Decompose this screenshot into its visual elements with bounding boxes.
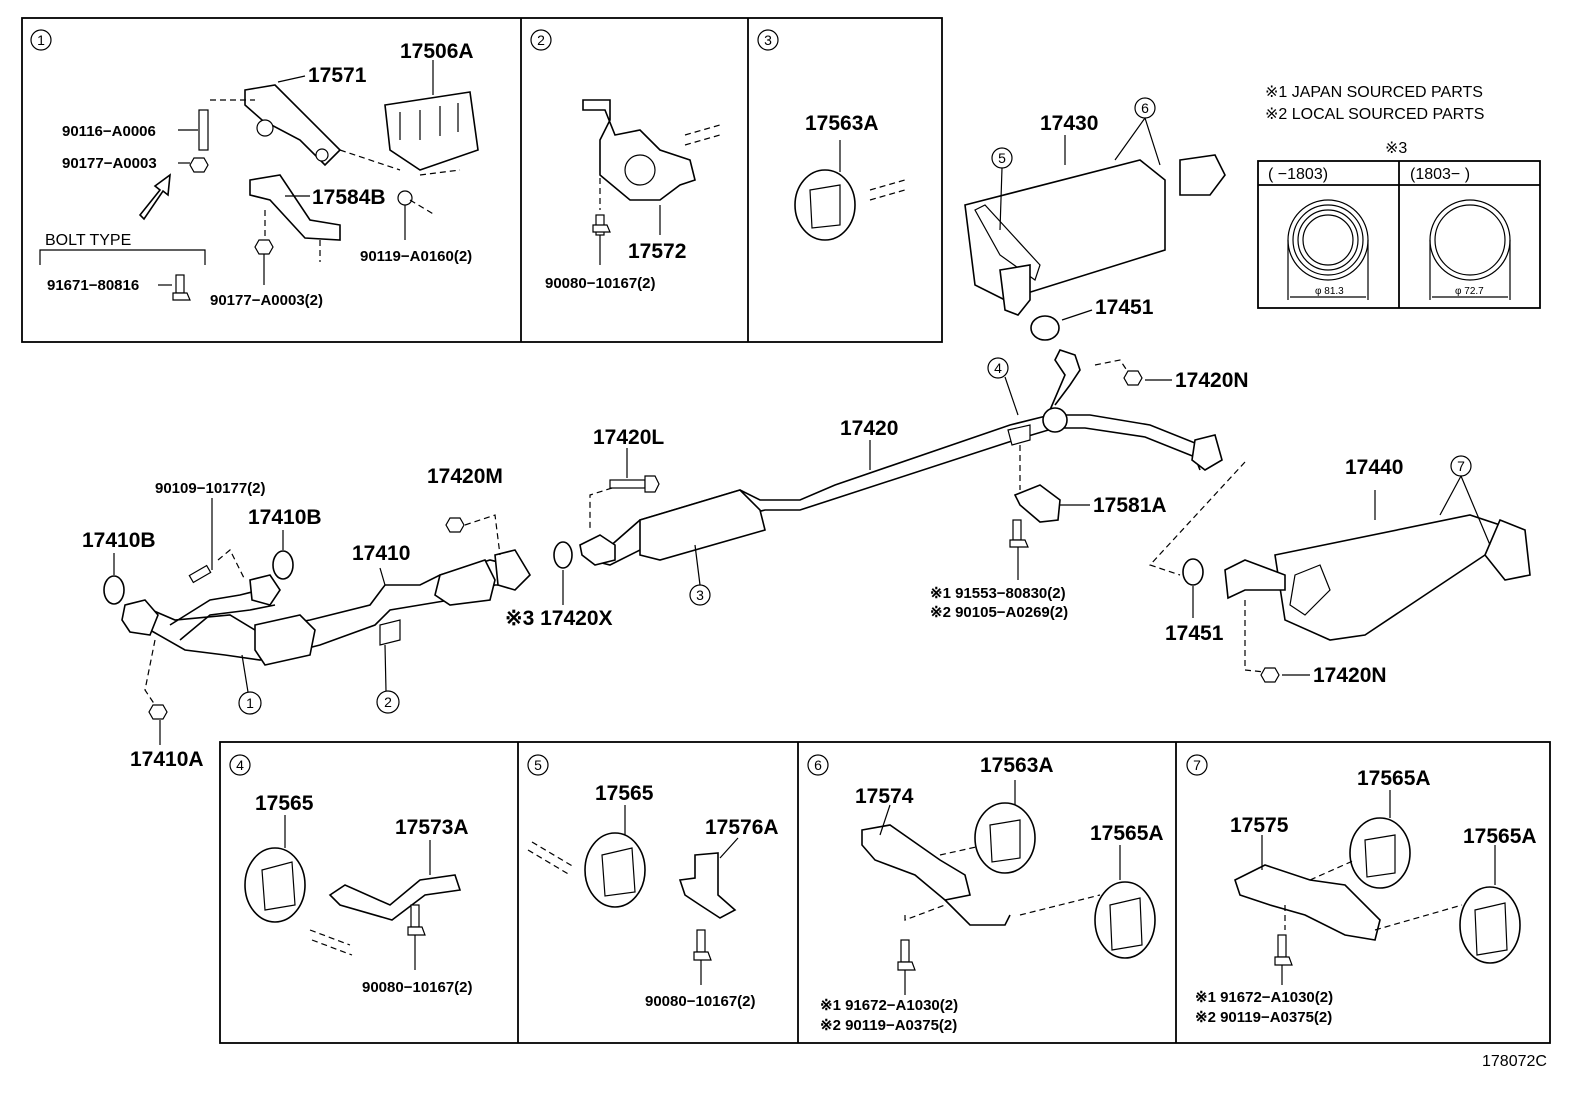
label-17420X: ※3 17420X xyxy=(505,607,613,630)
label-17574: 17574 xyxy=(855,785,914,808)
label-17576A: 17576A xyxy=(705,816,779,839)
label-17581A: 17581A xyxy=(1093,494,1167,517)
inset-2-number: 2 xyxy=(537,32,545,48)
inset-7: 7 17575 17565A 17565A ※1 91672−A1030(2) … xyxy=(1186,754,1537,1026)
svg-text:3: 3 xyxy=(696,587,704,603)
callout-1 xyxy=(238,691,262,715)
label-17573A: 17573A xyxy=(395,816,469,839)
label-17565A-i6: 17565A xyxy=(1090,822,1164,845)
svg-text:7: 7 xyxy=(1193,757,1201,773)
inset-panel-top xyxy=(21,17,943,343)
label-17420N-b: 17420N xyxy=(1313,664,1387,687)
dia-b: φ 72.7 xyxy=(1455,286,1484,297)
label-90109-10177: 90109−10177(2) xyxy=(155,480,266,497)
inset-2: 2 17572 90080−10167(2) xyxy=(530,29,721,292)
label-90177-A0003: 90177−A0003 xyxy=(62,155,157,172)
bracket-17573A xyxy=(328,874,462,921)
bolt-type-label: BOLT TYPE xyxy=(45,232,131,249)
label-17571: 17571 xyxy=(308,64,367,87)
label-17506A: 17506A xyxy=(400,40,474,63)
svg-text:4: 4 xyxy=(994,360,1002,376)
notes-area: ※1 JAPAN SOURCED PARTS ※2 LOCAL SOURCED … xyxy=(1257,84,1541,309)
main-diagram: 17451 17430 6 5 17420N 17420 4 3 xyxy=(82,97,1531,771)
label-90116-A0006: 90116−A0006 xyxy=(62,123,156,140)
label-90080-10167-i4: 90080−10167(2) xyxy=(362,979,473,996)
svg-text:6: 6 xyxy=(1141,100,1149,116)
label-91672-A1030-i6: ※1 91672−A1030(2) xyxy=(820,997,958,1014)
label-90119-A0375-i7: ※2 90119−A0375(2) xyxy=(1195,1009,1332,1026)
inset-panel-bottom xyxy=(219,741,1551,1044)
range-a: ( −1803) xyxy=(1268,166,1328,183)
inset-6: 6 17574 17563A 17565A ※1 91672−A1030(2) … xyxy=(807,754,1164,1034)
label-17410B-a: 17410B xyxy=(82,529,156,552)
inset-1: 1 17506A 17571 90116−A0006 90177−A0003 1… xyxy=(30,29,479,309)
label-17565A-i7a: 17565A xyxy=(1357,767,1431,790)
note-local: ※2 LOCAL SOURCED PARTS xyxy=(1265,106,1484,123)
label-17584B: 17584B xyxy=(312,186,386,209)
label-17410B-b: 17410B xyxy=(248,506,322,529)
label-17563A-i3: 17563A xyxy=(805,112,879,135)
label-17451-a: 17451 xyxy=(1095,296,1154,319)
label-17565-i4: 17565 xyxy=(255,792,314,815)
bracket-17572 xyxy=(582,99,696,201)
hanger-17581A xyxy=(1013,484,1061,523)
label-91672-A1030-i7: ※1 91672−A1030(2) xyxy=(1195,989,1333,1006)
inset-5: 5 17565 17576A 90080−10167(2) xyxy=(527,754,779,1010)
range-b: (1803− ) xyxy=(1410,166,1470,183)
label-17420M: 17420M xyxy=(427,465,503,488)
label-90119-A0375-i6: ※2 90119−A0375(2) xyxy=(820,1017,957,1034)
label-90119-A0160: 90119−A0160(2) xyxy=(360,248,472,265)
label-17430: 17430 xyxy=(1040,112,1098,135)
callout-4 xyxy=(987,357,1009,379)
label-17572: 17572 xyxy=(628,240,686,263)
heat-shield-part xyxy=(384,91,479,171)
svg-text:5: 5 xyxy=(998,150,1006,166)
svg-text:1: 1 xyxy=(246,695,254,711)
svg-text:6: 6 xyxy=(814,757,822,773)
gasket-17451-b xyxy=(1182,558,1204,586)
bracket-17575 xyxy=(1234,864,1381,941)
direction-arrow-icon xyxy=(138,173,171,221)
label-17410A: 17410A xyxy=(130,748,204,771)
catalytic-converter-sub xyxy=(639,489,766,561)
inset-1-number: 1 xyxy=(37,32,45,48)
label-90080-10167: 90080−10167(2) xyxy=(545,275,656,292)
inset-3: 3 17563A xyxy=(757,29,906,241)
label-90080-10167-i5: 90080−10167(2) xyxy=(645,993,756,1010)
label-17575: 17575 xyxy=(1230,814,1289,837)
label-17420N-a: 17420N xyxy=(1175,369,1249,392)
bracket-17576A xyxy=(678,852,737,919)
svg-text:7: 7 xyxy=(1457,458,1465,474)
bracket-17571 xyxy=(244,84,342,167)
label-91671-80816: 91671−80816 xyxy=(47,277,139,294)
label-17420: 17420 xyxy=(840,417,898,440)
svg-text:5: 5 xyxy=(534,757,542,773)
label-17563A-i6: 17563A xyxy=(980,754,1054,777)
bracket-17574 xyxy=(861,824,971,901)
callout-2 xyxy=(376,690,400,714)
inset-3-number: 3 xyxy=(764,32,772,48)
label-17410: 17410 xyxy=(352,542,410,565)
label-17565A-i7b: 17565A xyxy=(1463,825,1537,848)
catalytic-converter-mid xyxy=(434,559,496,606)
label-90105-A0269: ※2 90105−A0269(2) xyxy=(930,604,1068,621)
muffler-17440 xyxy=(1274,514,1501,641)
svg-text:4: 4 xyxy=(236,757,244,773)
label-17440: 17440 xyxy=(1345,456,1403,479)
inset-4: 4 17565 17573A 90080−10167(2) xyxy=(229,754,473,996)
dia-a: φ 81.3 xyxy=(1315,286,1344,297)
note-japan: ※1 JAPAN SOURCED PARTS xyxy=(1265,84,1483,101)
label-91553-80830: ※1 91553−80830(2) xyxy=(930,585,1066,602)
diagram-id: 178072C xyxy=(1482,1053,1547,1070)
svg-text:2: 2 xyxy=(384,694,392,710)
label-17420L: 17420L xyxy=(593,426,664,449)
label-90177-A0003-2: 90177−A0003(2) xyxy=(210,292,323,309)
label-17565-i5: 17565 xyxy=(595,782,654,805)
bracket-17584B xyxy=(249,174,341,241)
note-ref3: ※3 xyxy=(1385,140,1407,157)
catalytic-converter-front xyxy=(254,614,316,666)
label-17451-b: 17451 xyxy=(1165,622,1224,645)
gasket-17451-a xyxy=(1030,315,1060,341)
